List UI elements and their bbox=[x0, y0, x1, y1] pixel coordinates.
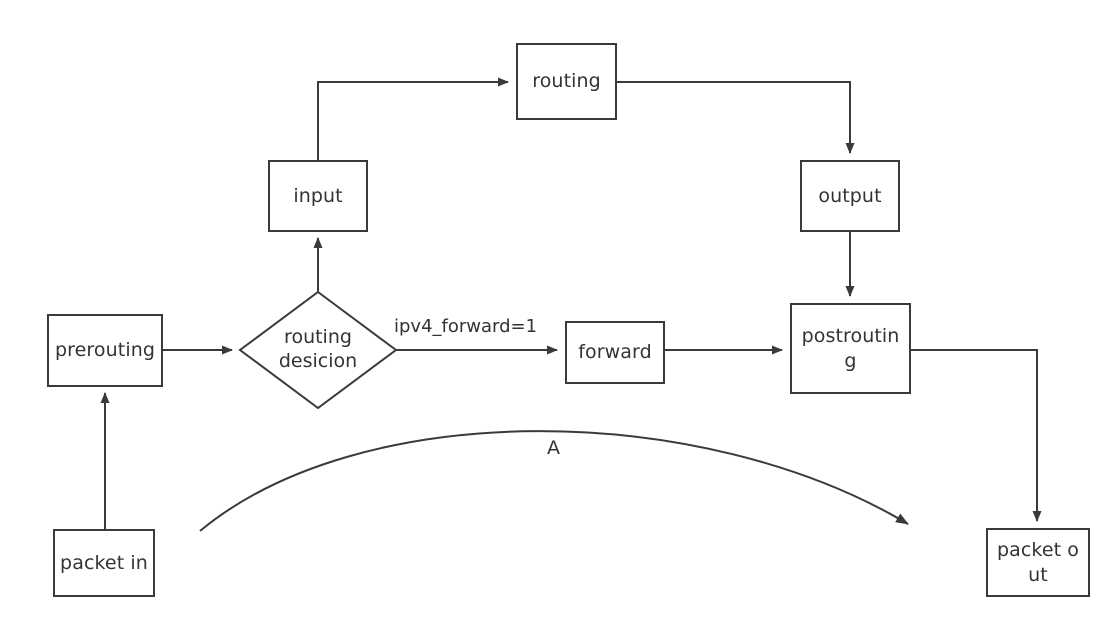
node-output[interactable]: output bbox=[800, 160, 900, 232]
edge-routing-to-output bbox=[617, 81, 855, 154]
curve-label-a: A bbox=[547, 437, 560, 459]
node-packet-in[interactable]: packet in bbox=[53, 529, 155, 597]
node-routing[interactable]: routing bbox=[516, 43, 617, 120]
diamond-routing-decision bbox=[238, 290, 398, 410]
edge-input-to-routing bbox=[317, 77, 509, 160]
node-input[interactable]: input bbox=[268, 160, 368, 232]
node-packet-out[interactable]: packet out bbox=[986, 528, 1090, 597]
node-prerouting[interactable]: prerouting bbox=[47, 314, 163, 387]
node-postrouting[interactable]: postrouting bbox=[790, 303, 911, 394]
edge-curve-a bbox=[199, 430, 909, 532]
edge-label-ipv4-forward: ipv4_forward=1 bbox=[394, 316, 538, 337]
edge-postrouting-to-packet-out bbox=[911, 349, 1042, 522]
node-forward[interactable]: forward bbox=[565, 321, 665, 384]
